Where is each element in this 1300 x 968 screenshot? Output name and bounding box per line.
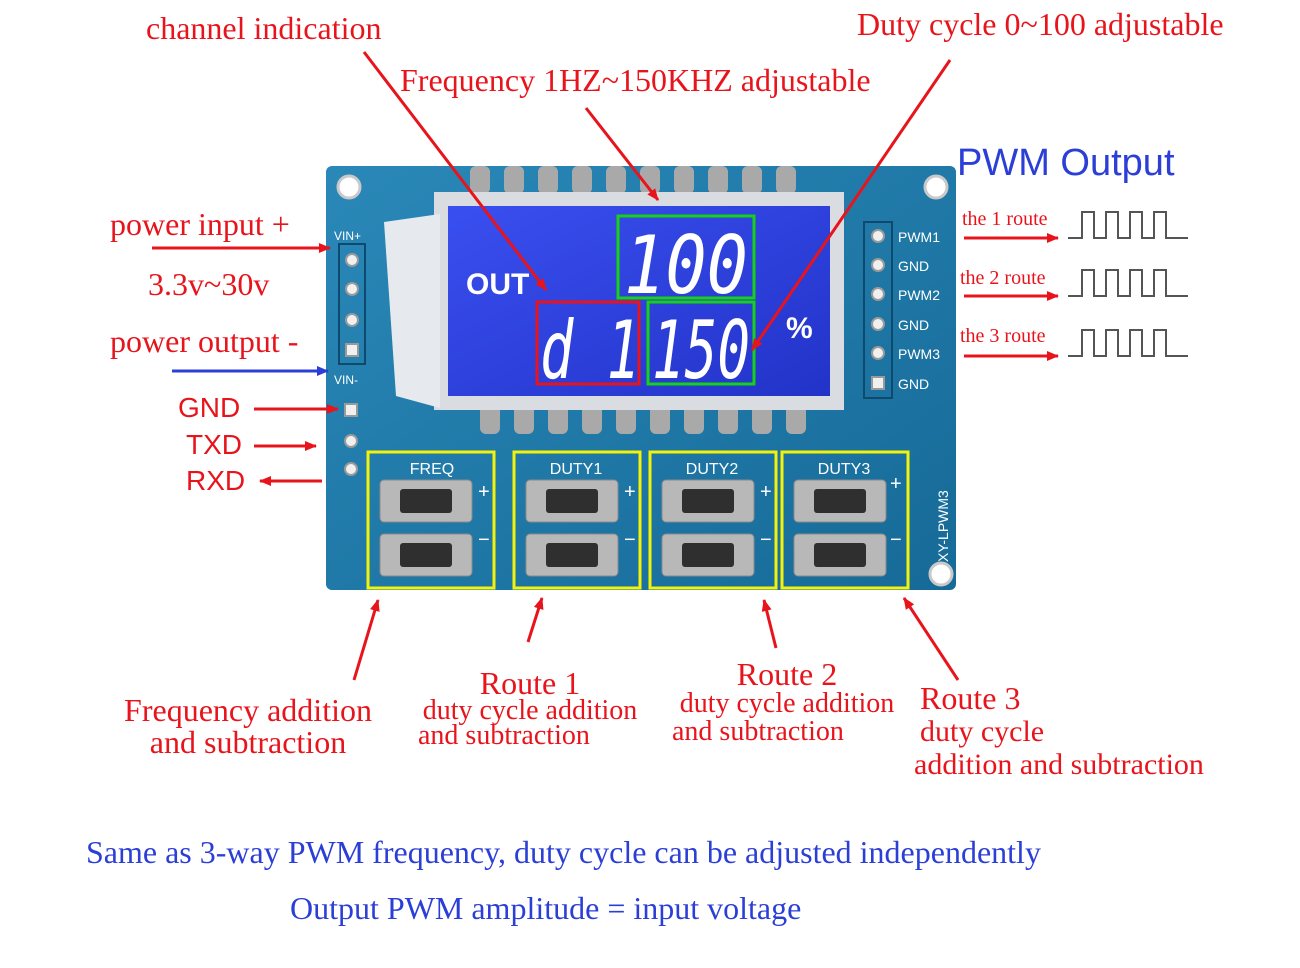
caption-line: Frequency addition [124,692,372,728]
button-group-label: DUTY2 [686,461,739,478]
duty-cycle-range-label: Duty cycle 0~100 adjustable [857,6,1224,42]
channel-indication-label: channel indication [146,10,382,46]
route3-output-label: the 3 route [960,325,1046,347]
vin-minus-label: VIN- [334,373,358,387]
lcd-pins-bottom [480,404,806,434]
pin-label: GND [898,258,929,274]
mount-hole [923,174,949,200]
note-line-2: Output PWM amplitude = input voltage [290,890,802,926]
caption-line: duty cycle addition [422,695,638,726]
caption-line: and subtraction [149,724,347,760]
minus-sign: − [624,529,636,551]
lcd-pins-top [470,166,796,194]
caption-title: Route 3 [920,680,1021,716]
serial-pads [344,403,358,476]
button-group-label: DUTY1 [550,461,603,478]
power-input-label: power input + [110,206,290,242]
square-wave-icon [1068,329,1188,357]
pin-label: PWM2 [898,287,940,303]
lcd-out-label: OUT [466,268,529,301]
plus-sign: + [760,481,772,503]
pwm-output-title: PWM Output [957,142,1175,184]
route2-caption: Route 2 duty cycle addition and subtract… [664,658,910,746]
caption-title: Route 1 [479,665,581,701]
plus-sign: + [624,481,636,503]
frequency-highlight [616,214,756,300]
caption-line: addition and subtraction [914,748,1204,781]
lcd-top-value: 100 [624,219,748,312]
txd-label: TXD [186,429,242,460]
model-label: XY-LPWM3 [935,490,951,562]
route3-caption: Route 3 duty cycle addition and subtract… [914,680,1204,782]
vin-plus-label: VIN+ [334,229,361,243]
plus-sign: + [478,481,490,503]
minus-sign: − [890,529,902,551]
freq-adjust-caption: Frequency addition and subtraction [100,694,396,758]
pwm-header [863,221,893,399]
route1-output-label: the 1 route [962,208,1048,230]
power-header [338,243,366,365]
pin-label: PWM1 [898,229,940,245]
note-line-1: Same as 3-way PWM frequency, duty cycle … [86,834,1041,870]
power-header-pins [345,253,359,357]
minus-sign: − [478,529,490,551]
pin-label: GND [898,317,929,333]
caption-line: duty cycle [920,715,1045,748]
minus-sign: − [760,529,772,551]
channel-highlight [535,300,641,386]
pin-label: GND [898,376,929,392]
square-wave-icon [1068,269,1188,297]
caption-line: and subtraction [418,720,590,751]
lcd-channel-value: d 1 [540,304,640,397]
button-group-duty3: DUTY3 + − [780,450,910,590]
frequency-range-label: Frequency 1HZ~150KHZ adjustable [400,62,871,98]
annotation-arrows [152,51,1059,681]
button-group-duty2: DUTY2 + − [648,450,778,590]
button-group-duty1: DUTY1 + − [512,450,642,590]
lcd-percent-unit: % [786,312,813,345]
pwm-header-pins [871,229,885,390]
lcd-bottom-value: 150 [652,304,750,397]
backlight-strip [384,214,440,408]
route1-caption: Route 1 duty cycle addition and subtract… [410,665,650,751]
rxd-label: RXD [186,465,246,496]
pin-label: PWM3 [898,346,940,362]
power-output-label: power output - [110,323,299,359]
mount-hole [928,561,954,587]
caption-title: Route 2 [736,656,838,692]
gnd-label: GND [178,392,241,423]
plus-sign: + [890,473,902,495]
route2-output-label: the 2 route [960,267,1046,289]
square-wave-icon [1068,211,1188,239]
button-group-label: FREQ [410,461,454,478]
mount-hole [336,174,362,200]
caption-line: duty cycle addition [679,688,895,719]
caption-line: and subtraction [672,716,844,747]
button-group-freq: FREQ + − [366,450,496,590]
button-group-label: DUTY3 [818,461,871,478]
voltage-range-label: 3.3v~30v [148,266,270,302]
